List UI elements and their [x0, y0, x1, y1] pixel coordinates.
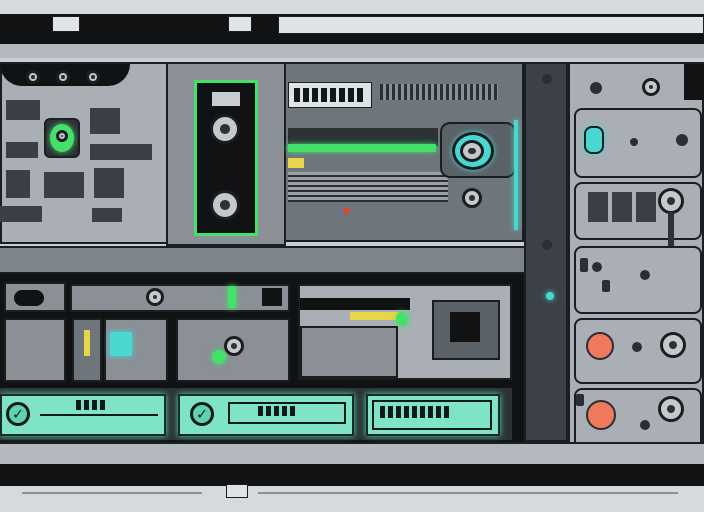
check-icon-2: [190, 402, 214, 426]
divider-light-strip: [514, 120, 518, 230]
right-module-1-bolt: [630, 138, 638, 146]
bottom-guide-line-1: [22, 492, 202, 494]
device-name-glyphs: [294, 88, 366, 102]
circuit-block-9: [92, 208, 122, 222]
right-top-knob[interactable]: [642, 78, 660, 96]
status-screen-2-field: [228, 402, 346, 424]
right-module-3: [574, 246, 702, 314]
lower-cell-1: [4, 318, 66, 382]
right-module-5-knob[interactable]: [658, 396, 684, 422]
circuit-block-6: [44, 172, 84, 198]
lower-cell-4-led: [212, 350, 226, 364]
circuit-block-4: [90, 144, 152, 160]
circuit-block-3: [6, 142, 38, 158]
upper-ledge: [0, 44, 704, 58]
lower-header-jack: [262, 288, 282, 306]
vent-grill-icon: [288, 172, 448, 202]
switch-bank-3[interactable]: [636, 192, 656, 222]
power-core-knob[interactable]: [56, 130, 68, 142]
tower-top-knob[interactable]: [210, 114, 240, 144]
right-module-4-knob[interactable]: [660, 332, 686, 358]
lower-port-1: [14, 290, 44, 306]
lower-header-led: [228, 286, 236, 308]
lower-cell-4-knob[interactable]: [224, 336, 244, 356]
warning-pin: [344, 208, 350, 214]
right-module-3-slot-2: [602, 280, 610, 292]
status-rail: [288, 128, 438, 146]
right-module-1-bolt-2: [676, 134, 688, 146]
right-module-1-led[interactable]: [584, 126, 604, 154]
bottom-frame-bar: [0, 464, 704, 486]
status-screen-1-line: [40, 414, 158, 416]
bottom-label-plate: [226, 484, 248, 498]
tower-bottom-knob[interactable]: [210, 190, 240, 220]
alert-indicator-icon[interactable]: [586, 332, 614, 360]
status-screen-2-glyphs: [258, 406, 298, 416]
right-top-bolt-1: [590, 82, 602, 94]
circuit-block-7: [94, 168, 124, 198]
switch-bank-2[interactable]: [612, 192, 632, 222]
device-lower-knob[interactable]: [462, 188, 482, 208]
lower-right-led: [396, 312, 408, 326]
lower-header-knob[interactable]: [146, 288, 164, 306]
divider-column: [524, 62, 568, 442]
circuit-block-2: [90, 108, 120, 134]
circuit-block-5: [6, 170, 30, 198]
center-tower-frame: [194, 80, 258, 236]
circuit-block-1: [6, 100, 40, 120]
top-label-strip: [278, 16, 704, 34]
right-module-3-slot-1: [580, 258, 588, 272]
lower-cell-3-screen[interactable]: [110, 332, 132, 356]
gauge-knob[interactable]: [460, 140, 484, 162]
top-label-plate-2: [228, 16, 252, 32]
header-knob-1[interactable]: [26, 70, 40, 84]
check-icon: [6, 402, 30, 426]
top-label-plate-1: [52, 16, 80, 32]
right-module-5-slot: [576, 394, 584, 406]
right-module-3-bolt-2: [640, 270, 650, 280]
lower-cell-2-strip: [84, 330, 90, 356]
status-screen-1-glyphs: [76, 400, 108, 410]
upper-hatch-strip: [380, 84, 498, 100]
bottom-border: [0, 486, 704, 512]
status-screen-3-glyphs: [380, 406, 450, 418]
right-top-bracket: [684, 64, 704, 100]
status-indicator-yellow: [288, 158, 304, 168]
lower-ledge: [0, 442, 704, 464]
circuit-block-8: [0, 206, 42, 222]
top-border: [0, 0, 704, 14]
mid-separator-rail: [0, 246, 524, 274]
header-knob-3[interactable]: [86, 70, 100, 84]
divider-bolt-2: [542, 240, 552, 250]
lower-right-indicator: [350, 312, 404, 320]
status-screen-3-field: [372, 400, 492, 430]
header-knob-2[interactable]: [56, 70, 70, 84]
chip-icon: [450, 312, 480, 342]
divider-led: [546, 292, 554, 300]
right-module-2-knob[interactable]: [658, 188, 684, 214]
lower-module-header-2: [70, 284, 290, 312]
alert-indicator-icon-2[interactable]: [586, 400, 616, 430]
status-bar-green: [288, 144, 436, 152]
lower-right-slot: [300, 298, 410, 310]
divider-bolt-1: [542, 74, 552, 84]
bottom-guide-line-2: [258, 492, 678, 494]
right-module-5-bolt: [640, 420, 650, 430]
right-module-3-bolt-1: [592, 262, 602, 272]
chip-housing: [432, 300, 500, 360]
tower-label-plate: [212, 92, 240, 106]
right-module-4-bolt: [632, 342, 642, 352]
switch-bank-1[interactable]: [588, 192, 608, 222]
lower-right-subpanel: [300, 326, 398, 378]
